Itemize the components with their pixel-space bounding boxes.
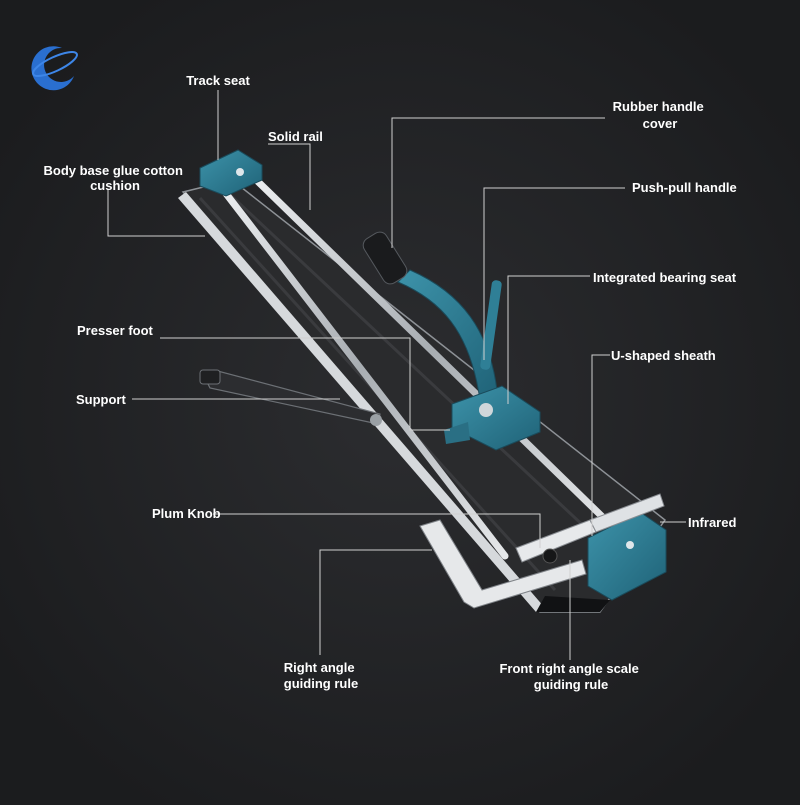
labels: Track seat Solid rail Rubber handle cove…: [43, 73, 736, 692]
label-infrared: Infrared: [688, 515, 736, 530]
bearing-bolt: [479, 403, 493, 417]
label-track-seat: Track seat: [186, 73, 250, 88]
cushion-strip: [223, 188, 622, 562]
presser-foot: [444, 422, 470, 444]
track-seat-bolt: [236, 168, 244, 176]
label-plum-knob: Plum Knob: [152, 506, 221, 521]
label-integrated-bearing-seat: Integrated bearing seat: [593, 270, 737, 285]
label-front-scale-rule-line1: Front right angle scale: [499, 661, 638, 676]
rail-right: [240, 164, 622, 536]
right-angle-rule: [419, 519, 587, 609]
rail-left: [210, 174, 509, 560]
scale-rule-rear: [589, 493, 665, 533]
support-hinge: [370, 414, 382, 426]
label-rubber-handle-cover-line2: cover: [643, 116, 678, 131]
label-push-pull-handle: Push-pull handle: [632, 180, 737, 195]
base-bottom: [536, 596, 610, 612]
crescent-logo-icon: [31, 46, 78, 91]
label-right-angle-rule-line2: guiding rule: [284, 676, 358, 691]
carriage-lever: [480, 280, 502, 370]
label-u-shaped-sheath: U-shaped sheath: [611, 348, 716, 363]
sheath-bolt: [626, 541, 634, 549]
label-support: Support: [76, 392, 126, 407]
label-presser-foot: Presser foot: [77, 323, 154, 338]
label-body-base-cushion-line2: cushion: [90, 178, 140, 193]
plum-knob[interactable]: [542, 548, 558, 564]
label-body-base-cushion-line1: Body base glue cotton: [43, 163, 182, 178]
support-foot: [199, 369, 221, 385]
label-solid-rail: Solid rail: [268, 129, 323, 144]
label-front-scale-rule-line2: guiding rule: [534, 677, 608, 692]
leader-lines: [107, 90, 686, 660]
label-front-scale-rule: Front right angle scale guiding rule: [499, 661, 642, 692]
track-seat: [199, 149, 263, 197]
label-right-angle-rule: Right angle guiding rule: [284, 660, 358, 691]
label-right-angle-rule-line1: Right angle: [284, 660, 355, 675]
label-rubber-handle-cover: Rubber handle cover: [613, 99, 708, 131]
base-side-profile: [178, 192, 545, 612]
label-body-base-cushion: Body base glue cotton cushion: [43, 163, 186, 193]
label-rubber-handle-cover-line1: Rubber handle: [613, 99, 704, 114]
tile-cutter: [178, 149, 667, 613]
rubber-handle-cover: [362, 231, 408, 285]
